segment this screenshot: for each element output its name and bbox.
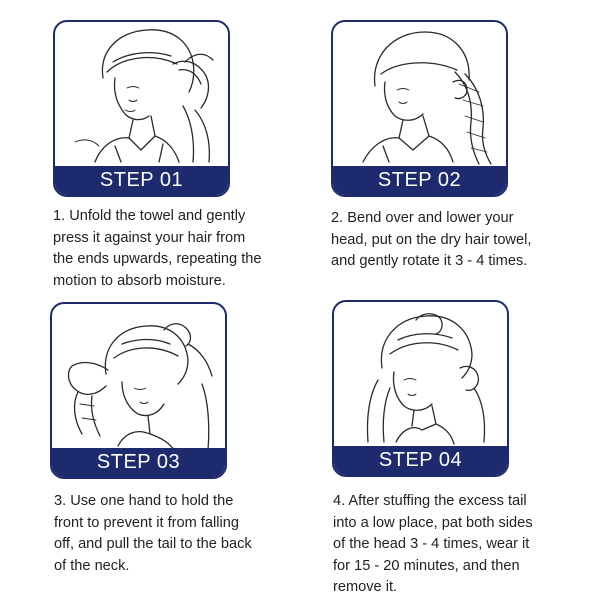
- step-1-label: STEP 01: [55, 166, 228, 195]
- step-1-card: STEP 01: [53, 20, 230, 197]
- step-2-label: STEP 02: [333, 166, 506, 195]
- woman-unfolding-towel-illustration: [74, 29, 214, 163]
- woman-twisting-towel-illustration: [362, 31, 492, 165]
- step-4-card: STEP 04: [332, 300, 509, 477]
- step-2-description: 2. Bend over and lower your head, put on…: [331, 210, 532, 269]
- step-2-card: STEP 02: [331, 20, 508, 197]
- step-4-description: 4. After stuffing the excess tail into a…: [333, 493, 533, 595]
- step-4-label: STEP 04: [334, 446, 507, 475]
- step-3-card: STEP 03: [50, 302, 227, 479]
- step-3-label: STEP 03: [52, 448, 225, 477]
- step-1-description: 1. Unfold the towel and gently press it …: [53, 208, 262, 289]
- woman-patting-towel-illustration: [366, 313, 486, 445]
- woman-holding-towel-front-illustration: [67, 323, 213, 451]
- step-3-description: 3. Use one hand to hold the front to pre…: [54, 493, 252, 574]
